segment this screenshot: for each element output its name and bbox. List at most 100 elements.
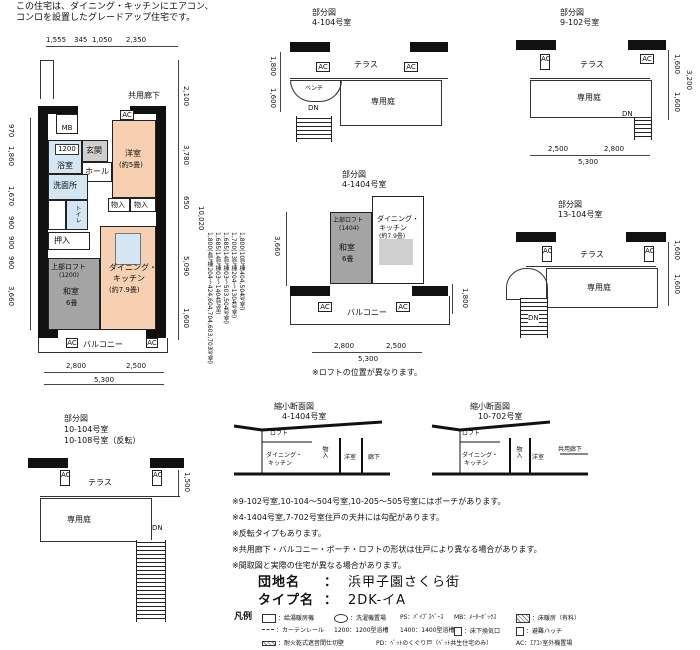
p41404-washitsu: 上部ロフト (1404) 和室 6畳 xyxy=(330,212,372,284)
legend-item-mb: MB：ﾒｰﾀｰﾎﾞｯｸｽ xyxy=(454,614,497,621)
toilet-label: トイレ xyxy=(74,205,81,223)
bottom-dim-total-line xyxy=(44,384,164,385)
legend-item-tub1400: 1400：1400型浴槽 xyxy=(400,627,455,634)
p13104-wall-left xyxy=(516,232,556,242)
s41404-corridor: 廊下 xyxy=(368,454,381,461)
type-label: タイプ名 xyxy=(258,593,315,608)
p9102-dim-line xyxy=(668,50,669,120)
p41404-bdim3: 5,300 xyxy=(358,355,379,363)
left-dim-line xyxy=(30,118,31,330)
dk-label2: キッチン xyxy=(113,274,145,283)
p10104-wall-left xyxy=(28,458,68,468)
legend-item-water-heater: ：給湯暖房機 xyxy=(262,614,314,623)
p13104-terrace-label: テラス xyxy=(580,250,604,259)
p13104-wall-right xyxy=(626,232,666,242)
dk-label: ダイニング・ xyxy=(109,263,157,272)
p41404-wall-right xyxy=(412,286,448,296)
dim-right-2: 3,780 xyxy=(182,145,190,166)
p9102-dn: DN xyxy=(622,110,633,118)
p41404-bottom-dim-line xyxy=(312,352,422,353)
p10104-garden: 専用庭 xyxy=(40,498,152,542)
p9102-terrace-label: テラス xyxy=(580,60,604,69)
p9102-dim1: 1,600 xyxy=(673,54,681,75)
p10104-title2: 10-104号室 xyxy=(64,425,109,434)
balcony-label: バルコニー xyxy=(83,340,123,349)
dim-top-1: 1,555 xyxy=(46,36,67,44)
p10104-title3: 10-108号室（反転） xyxy=(64,436,141,445)
loft-size: (1200) xyxy=(59,272,79,279)
p41404-wall-left xyxy=(290,286,330,296)
p41404-bdim2: 2,500 xyxy=(386,342,407,350)
mb-label: MB xyxy=(61,124,73,132)
p10104-dim-line xyxy=(178,470,179,496)
legend-item-curtain: ：カーテンレール xyxy=(262,627,324,635)
dim-right-1: 2,100 xyxy=(182,86,190,107)
p13104-ac2: AC xyxy=(644,246,655,262)
dim-right-4: 10,020 xyxy=(197,206,205,231)
loft-label: 上部ロフト xyxy=(51,263,86,271)
storage-1: 物入 xyxy=(108,198,130,212)
p41404-loft-size: (1404) xyxy=(339,225,359,232)
p4104-title2: 4-104号室 xyxy=(312,18,352,27)
storage2-label: 物入 xyxy=(134,201,148,209)
top-wall-left xyxy=(38,106,78,114)
dim-right-5: 5,090 xyxy=(182,256,190,277)
washitsu-size: 6畳 xyxy=(66,299,78,307)
p10104-title1: 部分図 xyxy=(64,414,88,423)
p4104-bench-label: ベンチ xyxy=(305,85,324,92)
washitsu-label: 和室 xyxy=(63,287,79,296)
dim-top-2: 345 xyxy=(74,36,88,44)
s41404-title1: 縮小断面図 xyxy=(274,402,314,411)
dim-bottom-2: 2,500 xyxy=(126,362,147,370)
p41404-dk-label2: キッチン xyxy=(379,224,407,232)
s10702-title2: 10-702号室 xyxy=(478,412,523,421)
dining-kitchen: ダイニング・ キッチン (約7.9畳) xyxy=(100,226,157,330)
western-label: 洋室 xyxy=(125,149,141,158)
p9102-stairs xyxy=(634,118,652,140)
p13104-dim1: 1,600 xyxy=(673,240,681,261)
p41404-dk-size: (約7.9畳) xyxy=(379,233,406,240)
p41404-title1: 部分図 xyxy=(342,170,366,179)
p4104-title1: 部分図 xyxy=(312,8,336,17)
top-wall-right xyxy=(130,106,166,114)
side-note-4: 1,700(13号棟204～1304号室) xyxy=(230,232,237,319)
left-wall xyxy=(38,106,48,336)
dim-left-2: 1,860 xyxy=(7,146,15,167)
p13104-garden-label: 専用庭 xyxy=(587,283,611,292)
legend-item-ps: PS：ﾊﾟｲﾌﾟｽﾍﾟｰｽ xyxy=(400,614,444,621)
intro-line1: この住宅は、ダイニング・キッチンにエアコン、 xyxy=(16,2,214,12)
p4104-dim2: 1,600 xyxy=(269,88,277,109)
oshiire: 押入 xyxy=(48,232,90,250)
dk-size: (約7.9畳) xyxy=(109,286,140,294)
dim-left-5: 900 xyxy=(7,236,15,250)
dim-right-6: 1,600 xyxy=(182,308,190,329)
p4104-ac1: AC xyxy=(316,62,330,72)
washer-icon xyxy=(334,614,348,623)
p9102-dim3: 1,600 xyxy=(673,92,681,113)
s10702-western: 洋室 xyxy=(532,454,545,461)
dim-left-7: 3,660 xyxy=(7,286,15,307)
p41404-washitsu-size: 6畳 xyxy=(342,255,354,263)
p4104-terrace: テラス xyxy=(290,52,448,79)
side-note-1: 1,800(4号棟204～424,604,704,603,703号室) xyxy=(206,232,213,365)
legend-item-hatch: ：避難ハッチ xyxy=(516,627,562,636)
western-size: (約5畳) xyxy=(119,161,143,169)
p41404-washitsu-label: 和室 xyxy=(339,243,355,252)
s41404-title2: 4-1404号室 xyxy=(282,412,327,421)
p41404-note: ※ロフトの位置が異なります。 xyxy=(312,368,422,377)
right-dim-line xyxy=(178,60,179,340)
hall: ホール xyxy=(82,162,112,182)
note-4: ※共用廊下・バルコニー・ポーチ・ロフトの形状は住戸により異なる場合があります。 xyxy=(232,545,542,554)
legend-title: 凡例 xyxy=(234,612,253,622)
estate-colon: ： xyxy=(324,575,339,590)
p10104-terrace: テラス xyxy=(40,468,180,497)
p4104-dim1: 1,800 xyxy=(269,56,277,77)
legend-item-ac: AC：ｴｱｺﾝ室外機置場 xyxy=(516,640,573,647)
p9102-terrace: テラス xyxy=(530,50,650,79)
bottom-dim-line xyxy=(44,372,164,373)
p10104-ac2: AC xyxy=(152,470,163,486)
note-1: ※9-102号室,10-104～504号室,10-205～505号室にはポーチが… xyxy=(232,497,506,506)
p41404-left-dim-line xyxy=(286,212,287,286)
p13104-ac1: AC xyxy=(542,246,553,262)
p41404-title2: 4-1404号室 xyxy=(342,180,387,189)
